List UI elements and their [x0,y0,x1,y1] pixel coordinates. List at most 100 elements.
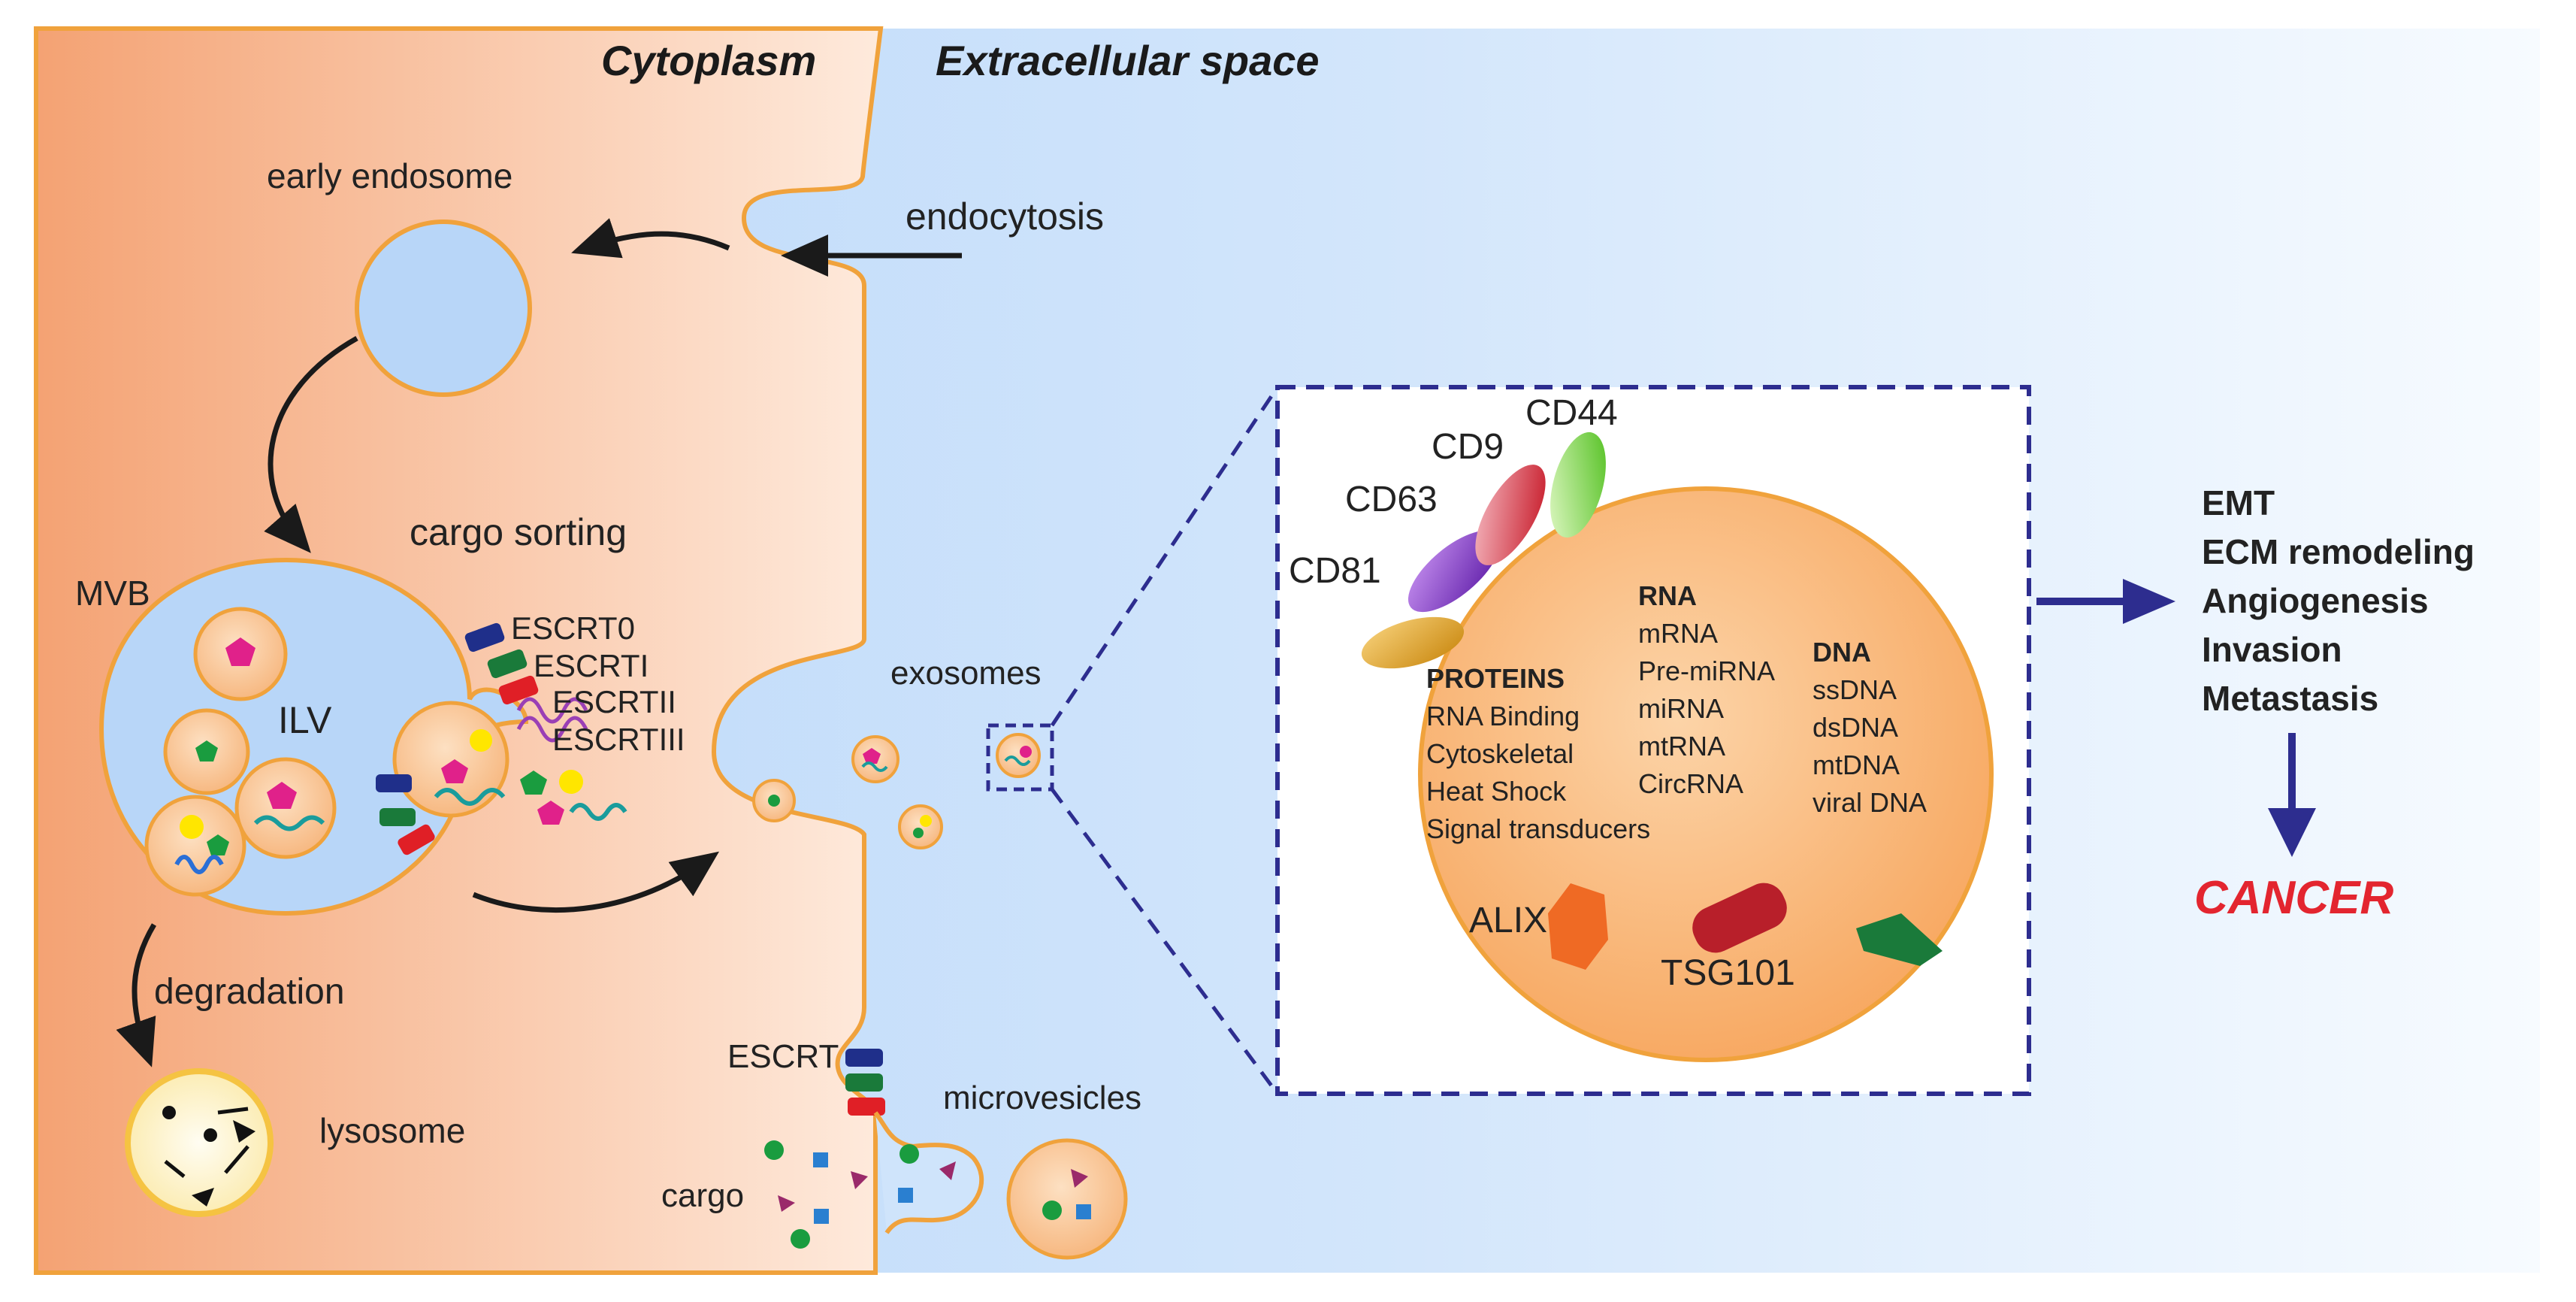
microvesicles-label: microvesicles [943,1079,1141,1116]
tsg101-protein [1692,883,1787,953]
cargo-square-icon [1076,1204,1091,1219]
cargo-dot-icon [920,815,932,827]
debris-triangle-icon [233,1120,255,1143]
rna-item: Pre-miRNA [1638,656,1775,686]
protein-cargo-icon [863,748,881,764]
rna-strand-icon [1004,755,1031,766]
arrow-to-early-endosome [571,218,730,259]
rna-item: CircRNA [1638,768,1743,799]
cancer-label: CANCER [2194,872,2393,924]
escrt1-complex [379,808,416,826]
cd81-marker [1361,616,1465,669]
exosome [996,733,1041,778]
dna-item: mtDNA [1813,749,1900,780]
protein-cargo-icon [441,759,468,783]
extracellular-title: Extracellular space [936,37,1320,84]
debris-line-icon [224,1145,249,1174]
marker-label-cd81: CD81 [1289,551,1381,591]
rna-item: miRNA [1638,693,1724,724]
exosome [898,804,943,849]
rna-strand-icon [861,762,888,772]
outcome-item: EMT [2202,483,2275,522]
cargo-sorting-label: cargo sorting [410,511,627,553]
microvesicle [1006,1138,1128,1260]
protein-cargo-icon [1042,1201,1062,1220]
marker-label-cd63: CD63 [1345,480,1438,519]
cargo-square-icon [813,1152,828,1167]
dna-item: ssDNA [1813,674,1897,705]
early-endosome [355,220,532,397]
lysosome [125,1068,274,1217]
escrt3-spiral [516,697,588,724]
rna-item: mRNA [1638,618,1718,649]
escrt0-label: ESCRT0 [511,610,635,646]
dna-strand-icon [174,855,224,874]
ilv-vesicle [144,795,246,897]
cancer-arrowhead [2268,808,2316,857]
escrt1-complex [487,649,528,679]
cargo-dot-icon [180,815,204,839]
zoom-line-bottom [1050,788,1280,1095]
escrt2-complex [398,824,435,855]
outcome-item: Metastasis [2202,679,2378,718]
debris-dot-icon [204,1128,217,1142]
arrow-to-mvb [264,335,358,553]
cargo-triangle-icon [939,1161,956,1180]
cargo-triangle-icon [851,1171,868,1189]
endocytosis-label: endocytosis [906,195,1104,238]
marker-label-cd9: CD9 [1432,427,1504,467]
protein-cargo-icon [225,637,255,666]
cargo-square-icon [898,1188,913,1203]
protein-cargo-icon [207,834,229,855]
membrane-protein [1856,913,1943,966]
escrt1-complex [845,1073,883,1092]
cargo-label: cargo [661,1177,744,1214]
escrt3-label: ESCRTIII [552,722,685,757]
zoom-source-box [986,723,1054,792]
escrt0-complex [376,774,412,792]
escrt2-complex [848,1098,885,1116]
tsg101-label: TSG101 [1661,953,1795,993]
lysosome-label: lysosome [319,1111,465,1150]
protein-item: Signal transducers [1426,813,1650,844]
cargo-dot-icon [559,770,583,794]
mvb-fusion-arrow [472,851,720,913]
protein-cargo-icon [764,1140,784,1160]
rna-strand-icon [434,788,506,806]
protein-cargo-icon [267,782,297,809]
outcome-arrowhead [2123,579,2175,624]
escrt-label: ESCRT [727,1038,839,1075]
debris-line-icon [164,1160,186,1178]
protein-item: Cytoskeletal [1426,738,1574,769]
cytoplasm-title: Cytoplasm [601,37,816,84]
alix-label: ALIX [1469,901,1547,940]
cargo-square-icon [814,1209,829,1224]
zoom-line-top [1050,386,1280,727]
outcome-item: Angiogenesis [2202,581,2429,620]
protein-cargo-icon [1020,746,1032,758]
alix-protein [1548,883,1608,970]
outcome-item: ECM remodeling [2202,532,2475,571]
cargo-triangle-icon [1071,1169,1088,1188]
protein-cargo-icon [537,801,564,825]
debris-dot-icon [162,1106,176,1119]
escrt2-complex [498,675,539,705]
rna-heading: RNA [1638,580,1697,611]
escrt2-label: ESCRTII [552,684,676,719]
dna-item: dsDNA [1813,712,1898,743]
protein-cargo-icon [913,828,924,838]
rna-strand-icon [253,815,325,831]
ilv-label: ILV [278,699,332,741]
exosomes-label: exosomes [890,655,1042,692]
debris-triangle-icon [192,1188,214,1207]
early-endosome-label: early endosome [267,156,512,195]
protein-item: RNA Binding [1426,701,1580,731]
marker-label-cd44: CD44 [1525,393,1618,433]
rna-item: mtRNA [1638,731,1725,762]
cd9-marker [1475,465,1546,565]
degradation-arrow [116,923,157,1067]
escrt0-complex [464,622,505,653]
dna-item: viral DNA [1813,787,1927,818]
